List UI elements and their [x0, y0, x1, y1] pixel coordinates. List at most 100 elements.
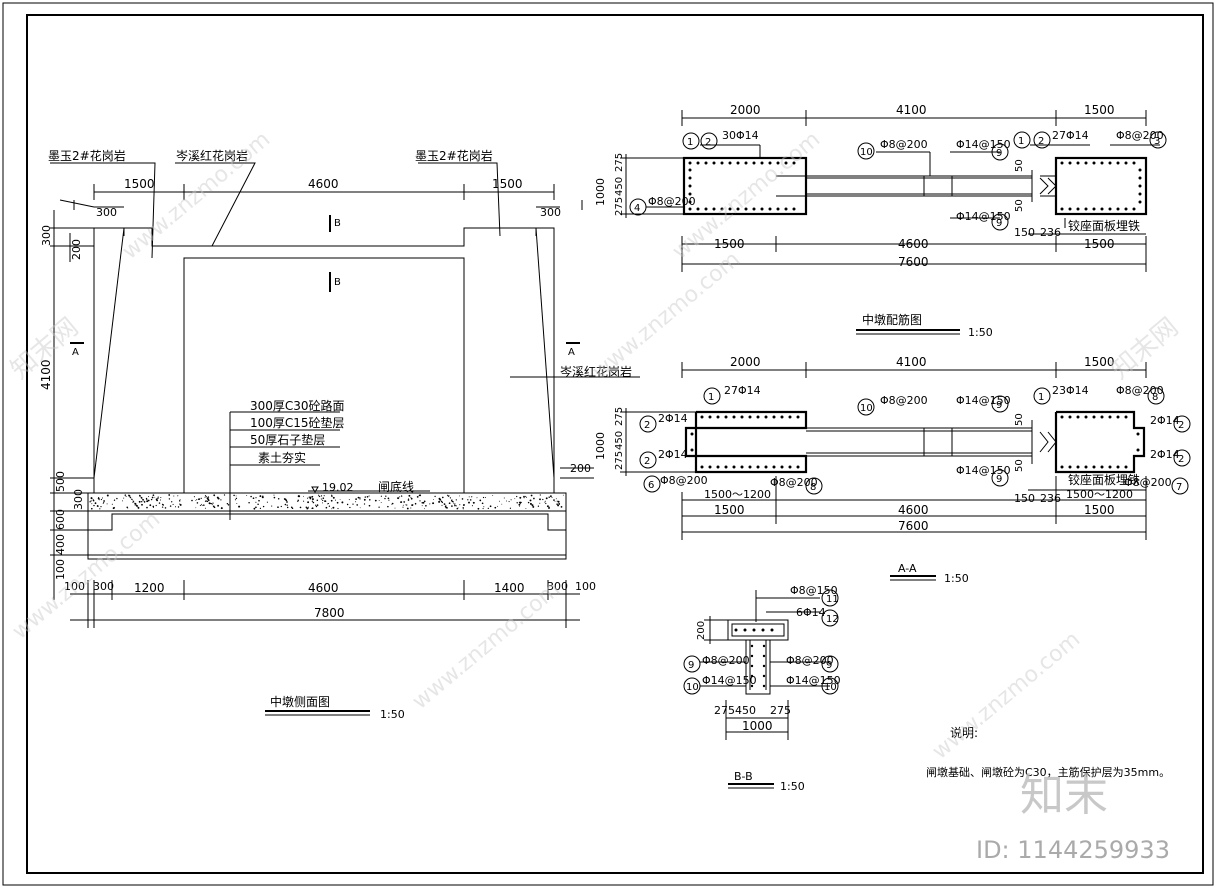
concrete-speck — [548, 506, 550, 509]
concrete-speck — [152, 505, 155, 508]
svg-text:10: 10 — [686, 682, 699, 693]
concrete-speck — [421, 501, 424, 504]
concrete-speck — [461, 498, 464, 500]
concrete-speck — [179, 498, 181, 500]
concrete-speck — [124, 494, 127, 496]
concrete-speck — [423, 500, 426, 503]
svg-text:1: 1 — [1018, 136, 1024, 147]
concrete-speck — [539, 494, 541, 496]
rebar-dot — [788, 465, 792, 469]
rebar-dot — [750, 654, 754, 658]
concrete-speck — [557, 500, 560, 503]
svg-text:12: 12 — [826, 614, 839, 625]
svg-text:Φ14@150: Φ14@150 — [956, 210, 1011, 223]
marker-2b — [1033, 131, 1051, 149]
svg-text:200: 200 — [70, 239, 83, 260]
concrete-speck — [112, 507, 115, 510]
concrete-speck — [191, 499, 193, 502]
concrete-speck — [542, 498, 544, 501]
watermark-logo: 知末 — [1020, 770, 1108, 821]
concrete-speck — [103, 500, 105, 502]
svg-text:9: 9 — [996, 400, 1002, 411]
concrete-speck — [106, 503, 108, 505]
concrete-speck — [146, 506, 148, 509]
svg-text:150: 150 — [1014, 492, 1035, 505]
concrete-speck — [100, 498, 103, 501]
rebar-dot — [696, 207, 700, 211]
rebar-dot — [1060, 415, 1064, 419]
svg-text:6Φ14: 6Φ14 — [796, 606, 826, 619]
concrete-speck — [236, 503, 238, 505]
concrete-speck — [348, 499, 350, 501]
concrete-speck — [201, 504, 203, 506]
concrete-speck — [471, 505, 473, 507]
rebar-dot — [764, 415, 768, 419]
concrete-speck — [530, 494, 533, 497]
concrete-speck — [331, 494, 333, 496]
concrete-speck — [468, 496, 470, 498]
concrete-speck — [127, 507, 129, 509]
svg-text:1500: 1500 — [1084, 237, 1115, 251]
concrete-speck — [169, 505, 172, 507]
concrete-speck — [207, 496, 210, 498]
concrete-speck — [257, 503, 259, 505]
concrete-speck — [99, 508, 101, 510]
svg-text:9: 9 — [996, 218, 1002, 229]
concrete-speck — [150, 498, 153, 501]
concrete-speck — [357, 496, 360, 499]
rebar-dot — [792, 207, 796, 211]
concrete-speck — [533, 497, 535, 500]
svg-text:B: B — [334, 218, 341, 229]
watermark: www.znzmo.com 知末网 www.znzmo.com www.znzm… — [5, 127, 1184, 864]
concrete-speck — [252, 497, 255, 500]
svg-text:www.znzmo.com: www.znzmo.com — [928, 627, 1085, 765]
concrete-speck — [280, 505, 282, 508]
svg-text:2: 2 — [1178, 454, 1184, 465]
concrete-speck — [425, 504, 427, 507]
concrete-speck — [151, 496, 154, 499]
concrete-speck — [318, 494, 320, 496]
concrete-speck — [419, 500, 421, 502]
svg-text:www.znzmo.com: www.znzmo.com — [8, 507, 165, 645]
concrete-speck — [253, 507, 256, 510]
concrete-speck — [318, 495, 321, 498]
svg-text:4600: 4600 — [308, 581, 339, 595]
side-view-title: 中墩侧面图 — [270, 694, 330, 709]
concrete-speck — [546, 505, 549, 508]
concrete-speck — [406, 507, 409, 510]
svg-text:50: 50 — [1014, 459, 1025, 472]
inner-frame — [26, 14, 1204, 874]
svg-text:4100: 4100 — [896, 355, 927, 369]
svg-text:1: 1 — [1038, 392, 1044, 403]
concrete-speck — [557, 504, 560, 507]
concrete-speck — [196, 499, 198, 501]
svg-text:300: 300 — [540, 206, 561, 219]
concrete-speck — [141, 503, 143, 506]
concrete-speck — [316, 504, 319, 506]
rebar-dot — [764, 465, 768, 469]
concrete-speck — [322, 502, 323, 504]
concrete-speck — [122, 500, 123, 502]
rebar-dot — [1132, 161, 1136, 165]
rebar-dot — [768, 207, 772, 211]
concrete-speck — [139, 495, 141, 497]
concrete-speck — [402, 506, 404, 508]
rebar-dot — [1124, 465, 1128, 469]
rebar-plan-title: 中墩配筋图 — [862, 312, 922, 327]
concrete-speck — [259, 507, 262, 510]
concrete-speck — [519, 496, 522, 499]
concrete-speck — [556, 500, 558, 502]
concrete-speck — [359, 507, 361, 509]
rebar-dot — [762, 644, 766, 648]
svg-text:1500: 1500 — [1084, 503, 1115, 517]
concrete-speck — [311, 498, 314, 501]
concrete-speck — [217, 497, 220, 500]
rebar-dot — [688, 184, 692, 188]
svg-text:500: 500 — [54, 471, 67, 492]
concrete-speck — [309, 496, 312, 498]
rebar-dot — [750, 644, 754, 648]
concrete-speck — [385, 495, 387, 497]
rebar-dots-aa — [690, 415, 1140, 469]
rebar-dot — [740, 465, 744, 469]
side-view — [50, 162, 640, 716]
